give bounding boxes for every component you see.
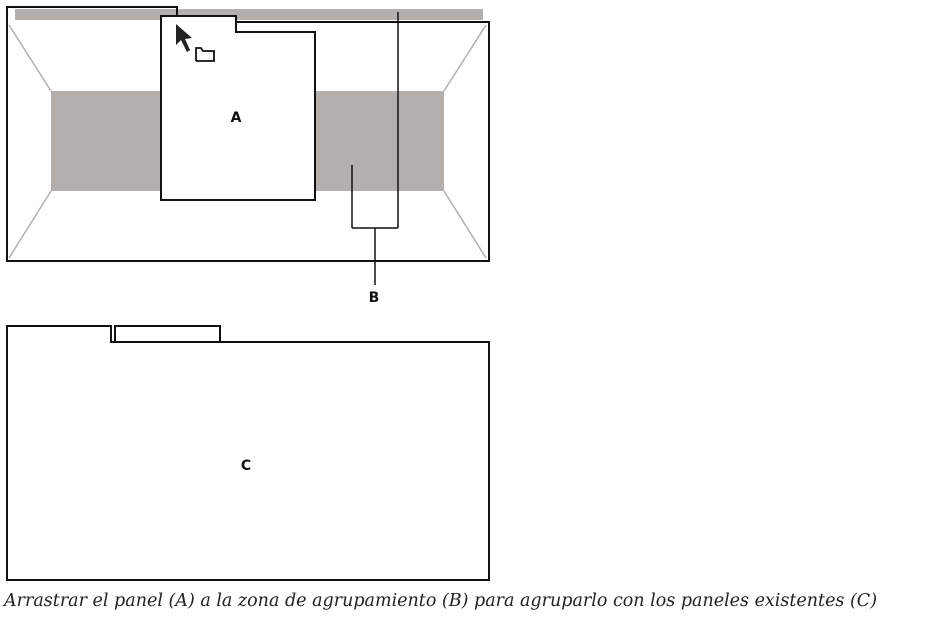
label-a: A	[231, 110, 242, 126]
panel-a[interactable]: A	[160, 15, 316, 201]
label-b: B	[369, 290, 380, 306]
panel-group-c: C	[6, 325, 490, 581]
panel-tab[interactable]	[114, 325, 221, 343]
tab-drop-bar	[15, 9, 483, 20]
callout-b	[351, 12, 399, 285]
arrow-cursor-icon	[176, 24, 192, 52]
label-c: C	[241, 458, 251, 474]
figure-caption: Arrastrar el panel (A) a la zona de agru…	[4, 591, 878, 611]
folder-icon	[195, 47, 215, 62]
perspective-lines	[8, 24, 487, 259]
